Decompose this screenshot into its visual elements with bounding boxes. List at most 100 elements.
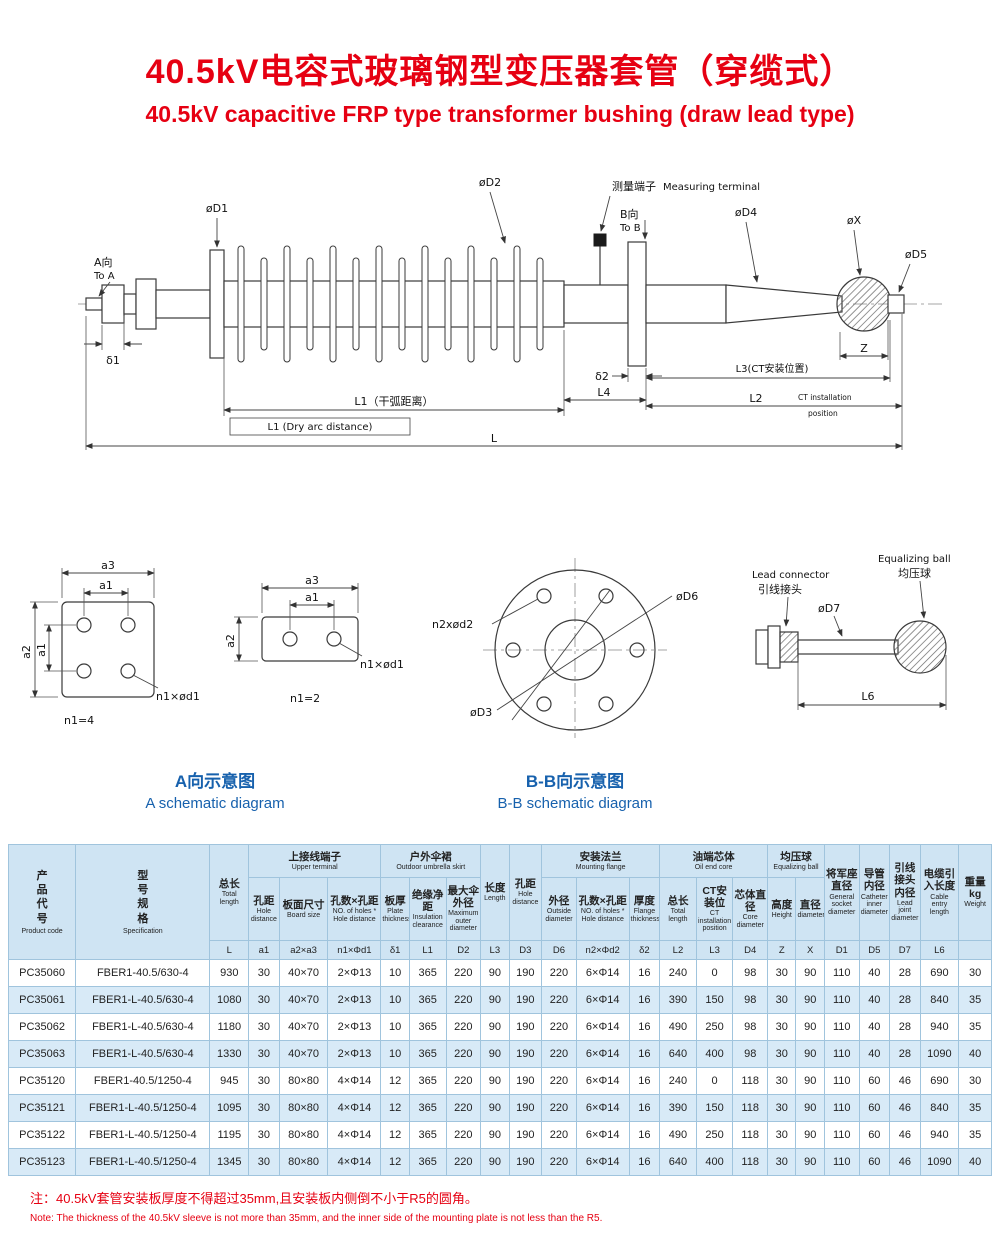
cell-value: 80×80	[278, 1067, 329, 1095]
cell-value: 4×Φ14	[327, 1148, 382, 1176]
lead-connector-assembly: Lead connector 引线接头 Equalizing ball 均压球 …	[752, 554, 951, 710]
plate2-caption: n1=2	[290, 692, 320, 705]
cell-specification: FBER1-40.5/1250-4	[75, 1067, 211, 1095]
cell-value: 118	[732, 1148, 768, 1176]
cell-value: 46	[889, 1148, 921, 1176]
diagram-captions: A向示意图 A schematic diagram B-B向示意图 B-B sc…	[0, 772, 1000, 834]
cell-value: 90	[480, 986, 510, 1014]
cell-product-code: PC35063	[7, 1040, 77, 1068]
b-view-caption: B-B向示意图 B-B schematic diagram	[440, 772, 710, 812]
cell-product-code: PC35120	[7, 1067, 77, 1095]
d6-label: øD6	[676, 590, 698, 603]
cell-value: 110	[823, 1013, 860, 1041]
column-holes-n2: 孔数×孔距 NO. of holes * Hole distance	[575, 877, 630, 941]
cell-value: 110	[823, 1121, 860, 1149]
a-view-caption-zh: A向示意图	[174, 772, 256, 791]
cell-value: 90	[795, 1121, 825, 1149]
n2d2-label: n2xød2	[432, 618, 473, 631]
lead-connector-label-zh: 引线接头	[758, 582, 802, 596]
group-mounting-flange: 安装法兰 Mounting flange	[541, 844, 661, 878]
cell-value: 220	[445, 959, 482, 987]
cell-value: 12	[380, 1148, 410, 1176]
cell-value: 365	[408, 959, 447, 987]
plate2-a2-label: a2	[224, 634, 237, 648]
column-plate-thickness: 板厚 Plate thickness	[380, 877, 410, 941]
schematic-views: a3 a1 a2 a1 n1×ød1 n1=4 a3	[20, 554, 951, 738]
column-symbol: X	[795, 940, 825, 960]
cell-value: 940	[919, 1013, 960, 1041]
cell-value: 490	[659, 1121, 697, 1149]
cell-value: 6×Φ14	[575, 986, 630, 1014]
b-view-flange: øD6 n2xød2 øD3	[432, 558, 698, 738]
cell-value: 6×Φ14	[575, 1040, 630, 1068]
cell-value: 110	[823, 1040, 860, 1068]
square-a1-top-label: a1	[99, 579, 113, 592]
equalizing-ball-label-en: Equalizing ball	[878, 554, 951, 565]
group-oil-end-core: 油端芯体 Oil end core	[659, 844, 768, 878]
cell-product-code: PC35122	[7, 1121, 77, 1149]
cell-value: 1330	[209, 1040, 250, 1068]
equalizing-ball-view	[893, 620, 947, 674]
cell-value: 40×70	[278, 1013, 329, 1041]
page-header: 40.5kV电容式玻璃钢型变压器套管（穿缆式） 40.5kV capacitiv…	[0, 0, 1000, 128]
cell-value: 98	[732, 959, 768, 987]
cell-value: 1195	[209, 1121, 250, 1149]
cell-value: 250	[695, 1121, 734, 1149]
column-lead-joint: 引线接头内径 Lead joint diameter	[889, 844, 921, 941]
d2-leader	[489, 191, 506, 244]
z-label: Z	[860, 342, 868, 355]
head-flange-disc	[209, 249, 225, 359]
measuring-terminal-marker	[593, 233, 607, 247]
footnotes: 注：40.5kV套管安装板厚度不得超过35mm,且安装板内侧倒不小于R5的圆角。…	[30, 1188, 1000, 1224]
cell-value: 220	[541, 986, 577, 1014]
cell-value: 1345	[209, 1148, 250, 1176]
cell-value: 1090	[919, 1040, 960, 1068]
lead-rod	[797, 639, 899, 655]
cell-value: 40	[958, 1040, 992, 1068]
cell-value: 840	[919, 986, 960, 1014]
cell-value: 1095	[209, 1094, 250, 1122]
cell-value: 90	[480, 1067, 510, 1095]
cell-value: 30	[766, 1013, 797, 1041]
cell-value: 118	[732, 1067, 768, 1095]
cell-specification: FBER1-L-40.5/1250-4	[75, 1121, 211, 1149]
cell-value: 220	[445, 1121, 482, 1149]
cell-value: 98	[732, 1040, 768, 1068]
cell-specification: FBER1-L-40.5/630-4	[75, 1013, 211, 1041]
cell-value: 16	[628, 959, 661, 987]
cell-value: 400	[695, 1148, 734, 1176]
cell-product-code: PC35121	[7, 1094, 77, 1122]
column-length-l3: 长度 Length	[480, 844, 510, 941]
column-symbol: n1×Φd1	[327, 940, 382, 960]
cell-value: 6×Φ14	[575, 959, 630, 987]
cell-value: 220	[445, 1013, 482, 1041]
column-outside-diameter: 外径 Outside diameter	[541, 877, 577, 941]
delta2-label: δ2	[595, 370, 609, 383]
column-symbol: L3	[695, 940, 734, 960]
cell-value: 4×Φ14	[327, 1121, 382, 1149]
column-symbol: D7	[889, 940, 921, 960]
cell-specification: FBER1-L-40.5/1250-4	[75, 1148, 211, 1176]
cell-specification: FBER1-L-40.5/630-4	[75, 986, 211, 1014]
column-weight: 重量 kg Weight	[958, 844, 992, 941]
cell-value: 90	[795, 1094, 825, 1122]
cell-value: 30	[766, 1148, 797, 1176]
group-upper-terminal: 上接线端子 Upper terminal	[248, 844, 382, 878]
column-symbol: δ1	[380, 940, 410, 960]
cell-value: 240	[659, 959, 697, 987]
cell-value: 190	[508, 1094, 543, 1122]
cell-value: 690	[919, 1067, 960, 1095]
cell-value: 940	[919, 1121, 960, 1149]
column-total-length: 总长 Total length	[209, 844, 250, 941]
l1-en-box	[229, 417, 411, 436]
group-equalizing-ball: 均压球 Equalizing ball	[767, 844, 825, 878]
cell-value: 40	[858, 986, 891, 1014]
cell-value: 4×Φ14	[327, 1094, 382, 1122]
cell-value: 46	[889, 1067, 921, 1095]
column-hole-distance-d3: 孔距 Hole distance	[508, 844, 543, 941]
neck-tube	[563, 284, 629, 324]
